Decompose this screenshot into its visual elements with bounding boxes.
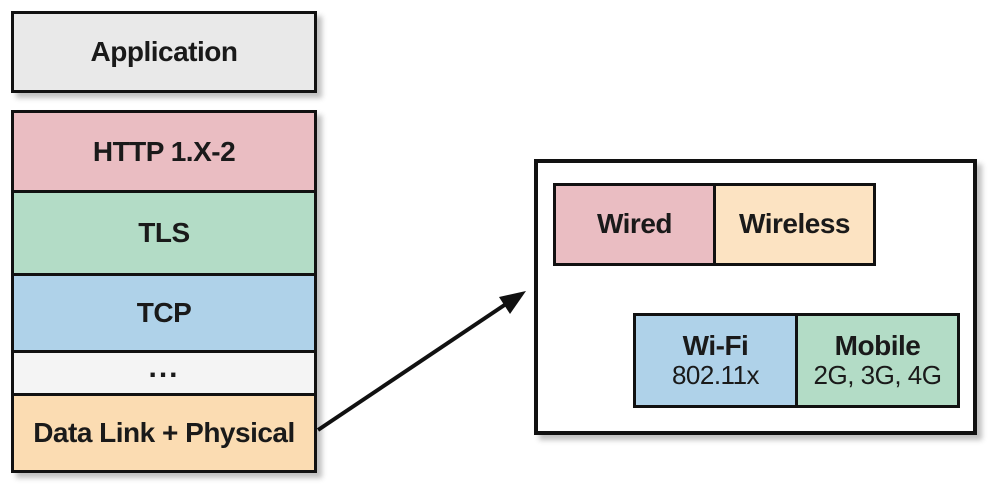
layer-datalink-physical: Data Link + Physical xyxy=(14,396,314,470)
layer-http: HTTP 1.X-2 xyxy=(14,113,314,193)
layer-tls: TLS xyxy=(14,193,314,276)
application-box: Application xyxy=(11,11,317,93)
wired-box: Wired xyxy=(556,186,713,263)
layer-datalink-physical-label: Data Link + Physical xyxy=(33,417,295,448)
mobile-title: Mobile xyxy=(834,330,921,362)
wifi-box: Wi-Fi 802.11x xyxy=(636,316,795,405)
wireless-box: Wireless xyxy=(713,186,873,263)
layer-ellipsis-label: ... xyxy=(148,351,180,384)
mobile-box: Mobile 2G, 3G, 4G xyxy=(795,316,957,405)
physical-detail-panel: Wired Wireless Wi-Fi 802.11x Mobile 2G, … xyxy=(534,159,977,435)
wired-wireless-row: Wired Wireless xyxy=(553,183,876,266)
wired-label: Wired xyxy=(596,208,673,240)
wireless-label: Wireless xyxy=(739,208,850,240)
layer-http-label: HTTP 1.X-2 xyxy=(92,135,236,167)
mobile-subtitle: 2G, 3G, 4G xyxy=(813,360,942,391)
wifi-subtitle: 802.11x xyxy=(671,360,760,391)
layer-tcp-label: TCP xyxy=(136,297,192,328)
protocol-stack: HTTP 1.X-2 TLS TCP ... Data Link + Physi… xyxy=(11,110,317,473)
layer-tls-label: TLS xyxy=(138,217,190,248)
wifi-title: Wi-Fi xyxy=(682,330,749,362)
arrow-connector-icon xyxy=(316,291,526,432)
wifi-mobile-row: Wi-Fi 802.11x Mobile 2G, 3G, 4G xyxy=(633,313,960,408)
application-label: Application xyxy=(90,36,238,67)
layer-ellipsis: ... xyxy=(14,353,314,396)
layer-tcp: TCP xyxy=(14,276,314,353)
